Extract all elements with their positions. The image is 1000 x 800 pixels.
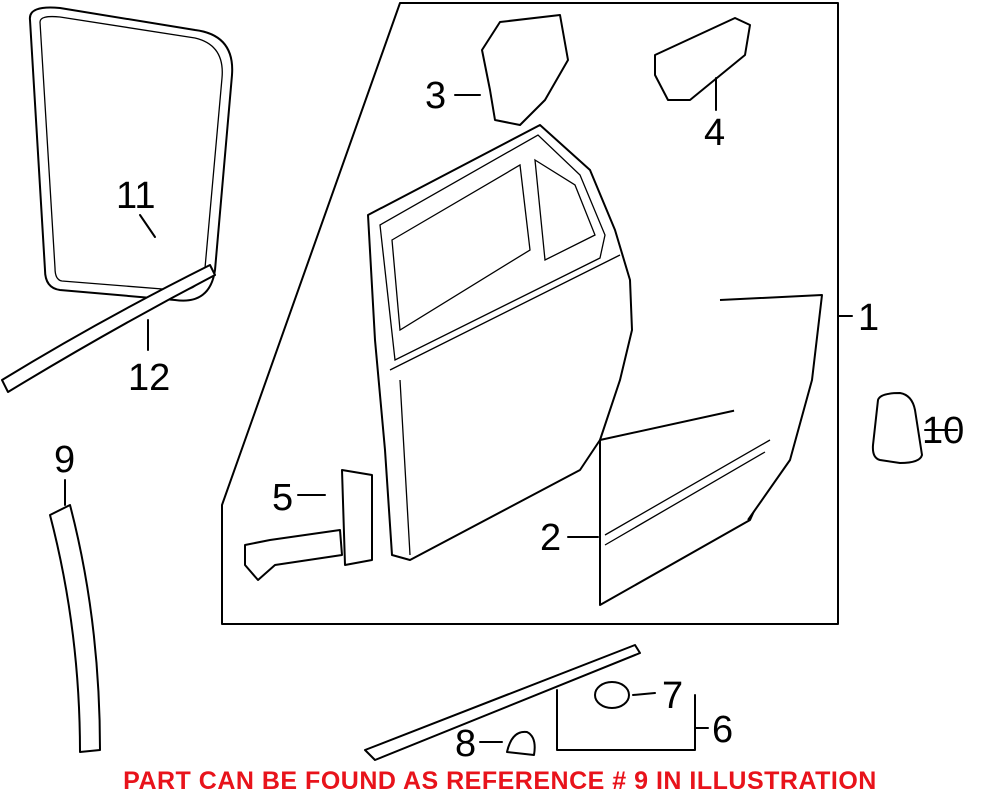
callout-5: 5 [272, 477, 293, 519]
callout-6: 6 [712, 709, 733, 751]
callout-10: 10 [922, 410, 964, 452]
callout-2: 2 [540, 517, 561, 559]
callout-11: 11 [116, 175, 155, 217]
callout-12: 12 [128, 357, 170, 399]
leader-lines [64, 77, 958, 751]
bracket-4 [654, 17, 751, 101]
callout-9: 9 [54, 439, 75, 481]
callout-1: 1 [858, 297, 879, 339]
reference-caption: PART CAN BE FOUND AS REFERENCE # 9 IN IL… [123, 767, 877, 795]
door-shell [367, 124, 633, 561]
callout-3: 3 [425, 75, 446, 117]
check-strap [244, 469, 373, 581]
callout-8: 8 [455, 723, 476, 765]
clip-8 [506, 730, 536, 756]
callout-4: 4 [704, 112, 725, 154]
belt-molding [1, 264, 216, 393]
clip-7 [594, 681, 630, 709]
door-seal [28, 6, 234, 302]
channel-seal [49, 504, 101, 753]
cap-10 [871, 392, 923, 464]
outer-panel [599, 294, 823, 606]
assembly-box [221, 2, 839, 625]
bracket-3 [481, 14, 569, 126]
rocker-molding [364, 644, 641, 761]
callout-7: 7 [662, 675, 683, 717]
